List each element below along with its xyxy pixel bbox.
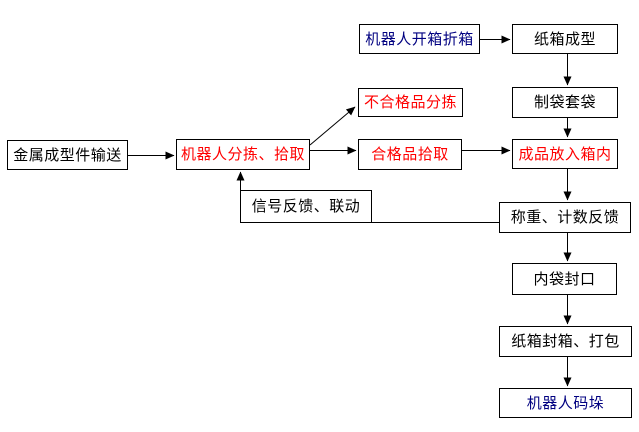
node-qualified-pick: 合格品拾取 (358, 139, 462, 170)
node-weigh-count-feedback: 称重、计数反馈 (499, 202, 631, 233)
node-metal-part-feed: 金属成型件输送 (7, 140, 128, 170)
node-inner-bag-seal: 内袋封口 (512, 263, 617, 295)
node-robot-sort-pick: 机器人分拣、拾取 (176, 139, 310, 170)
node-label: 合格品拾取 (371, 146, 449, 163)
node-signal-feedback: 信号反馈、联动 (240, 190, 372, 223)
node-label: 内袋封口 (533, 270, 596, 288)
arrow-robotsort-to-rejectsorting (309, 106, 356, 146)
node-reject-sorting: 不合格品分拣 (358, 88, 463, 117)
node-carton-forming: 纸箱成型 (512, 24, 618, 54)
node-label: 机器人码垛 (526, 394, 605, 412)
node-label: 纸箱封箱、打包 (511, 333, 620, 350)
node-carton-seal-pack: 纸箱封箱、打包 (499, 326, 632, 357)
node-robot-open-fold-box: 机器人开箱折箱 (359, 24, 480, 54)
node-label: 机器人分拣、拾取 (180, 146, 305, 163)
node-label: 制袋套袋 (533, 94, 596, 111)
node-bag-making: 制袋套袋 (512, 87, 618, 118)
node-label: 不合格品分拣 (363, 94, 457, 111)
node-label: 纸箱成型 (533, 30, 596, 48)
node-label: 称重、计数反馈 (510, 209, 620, 226)
node-label: 成品放入箱内 (518, 145, 612, 163)
node-product-into-box: 成品放入箱内 (512, 139, 618, 169)
node-label: 金属成型件输送 (13, 146, 122, 164)
node-robot-palletizing: 机器人码垛 (499, 388, 632, 418)
node-label: 信号反馈、联动 (251, 198, 361, 215)
node-label: 机器人开箱折箱 (365, 30, 474, 48)
